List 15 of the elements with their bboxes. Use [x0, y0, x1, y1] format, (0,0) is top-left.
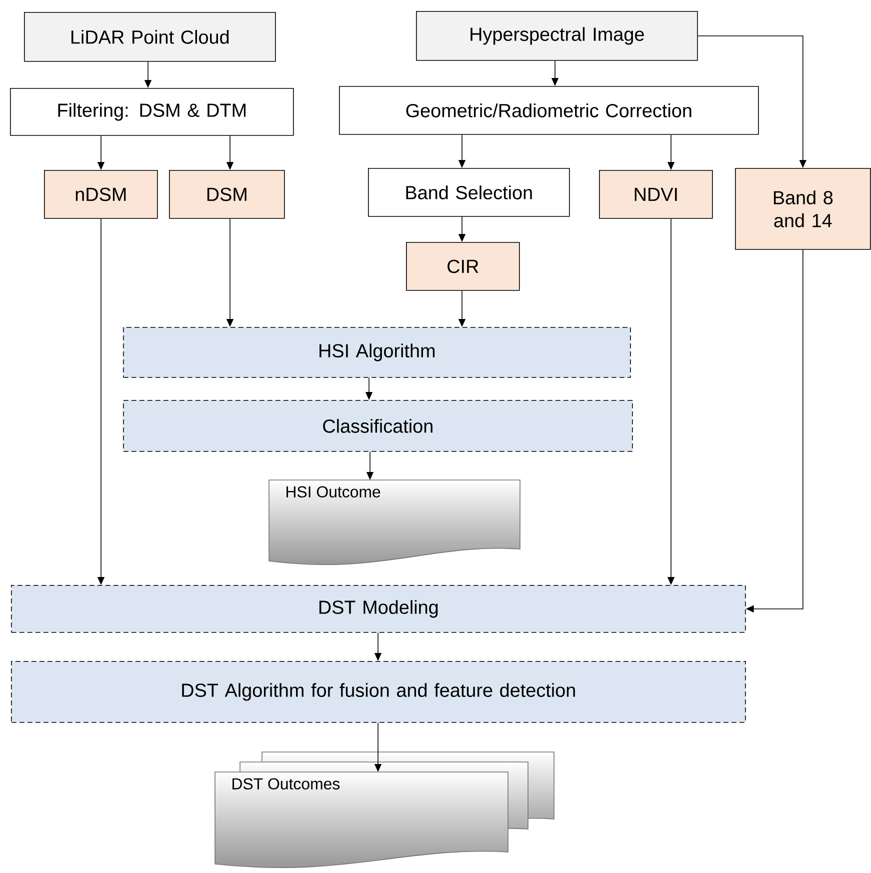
process-box: Band 8 and 14	[735, 168, 871, 250]
document-stack: DST Outcomes	[214, 752, 554, 868]
process-box: Filtering: DSM & DTM	[10, 88, 294, 136]
process-box: CIR	[406, 242, 520, 291]
process-box: HSI Algorithm	[123, 327, 631, 378]
process-box: NDVI	[599, 170, 713, 219]
process-box: LiDAR Point Cloud	[24, 12, 276, 62]
process-box: DST Algorithm for fusion and feature detection	[11, 661, 746, 723]
process-box: DSM	[169, 170, 285, 219]
process-box: Hyperspectral Image	[416, 11, 698, 61]
process-box: Geometric/Radiometric Correction	[339, 86, 759, 135]
process-box: Classification	[123, 400, 633, 452]
process-box: nDSM	[44, 170, 158, 219]
process-box: Band Selection	[368, 168, 570, 217]
process-box: DST Modeling	[11, 585, 746, 633]
